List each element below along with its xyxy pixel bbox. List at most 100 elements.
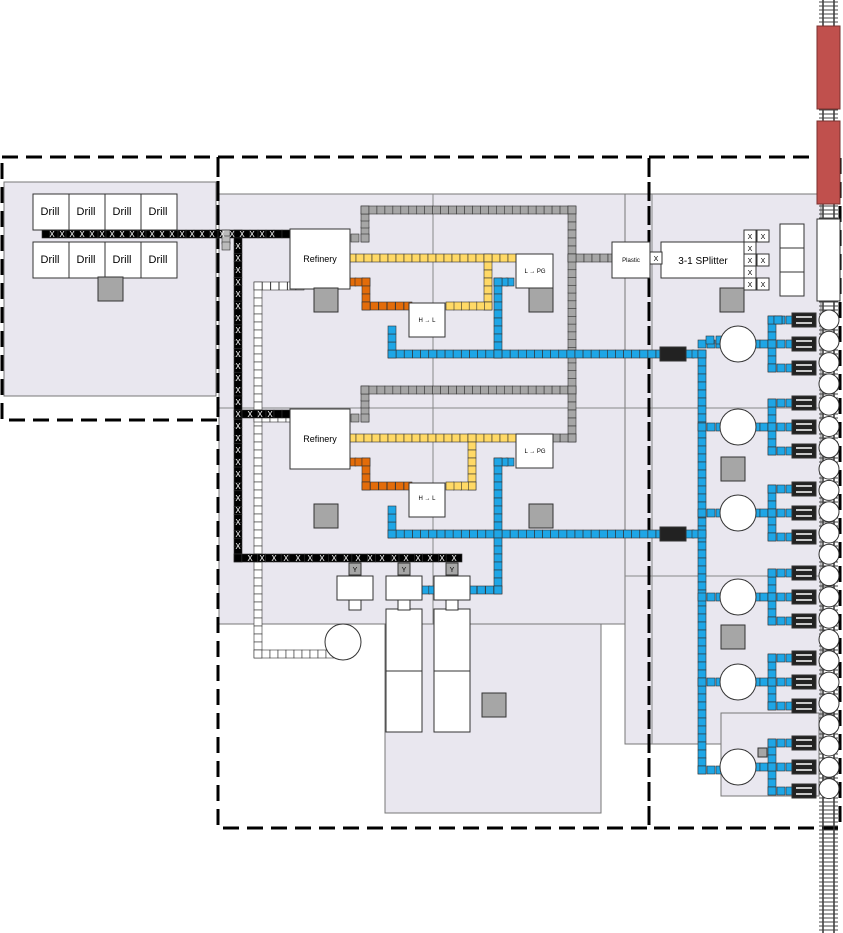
blue-pipe-upper-loop bbox=[461, 349, 470, 359]
white-belt-left bbox=[253, 497, 263, 507]
blue-pipe-pump-stub-3 bbox=[767, 592, 777, 602]
zones-layer bbox=[0, 155, 842, 830]
x-mark-vertical: X bbox=[235, 506, 241, 515]
yellow-pipe-lower bbox=[371, 433, 381, 443]
gray-pipe-lower bbox=[432, 385, 441, 395]
blue-pipe-pump-riser-1 bbox=[767, 414, 777, 424]
x-mark-bottom: X bbox=[403, 554, 409, 563]
blue-pipe-upper-main bbox=[639, 349, 649, 359]
blue-pipe-trunk bbox=[697, 373, 707, 383]
x-mark-bottom: X bbox=[259, 554, 265, 563]
blue-pipe-upper-main bbox=[558, 349, 568, 359]
white-belt-top bbox=[278, 281, 288, 291]
x-mark-bottom: X bbox=[247, 554, 253, 563]
blue-pipe-trunk bbox=[697, 621, 707, 631]
white-belt-left bbox=[253, 361, 263, 371]
blue-pipe-trunk bbox=[697, 653, 707, 663]
white-belt-left bbox=[253, 369, 263, 379]
blue-pipe-lower-loop bbox=[493, 473, 503, 483]
blue-pipe-to-tanks bbox=[476, 585, 486, 595]
blue-pipe-pump-riser-3 bbox=[767, 584, 777, 594]
blue-pipe-upper-loop bbox=[493, 341, 503, 351]
refinery-box-1 bbox=[289, 228, 351, 290]
gray-pipe-upper bbox=[496, 205, 505, 215]
train-car-1 bbox=[816, 25, 841, 110]
gray-pipe-upper bbox=[567, 245, 577, 255]
gray-pipe-upper bbox=[567, 237, 577, 247]
blue-pipe-pump-stub-1 bbox=[767, 446, 777, 456]
refinery-zone-fill bbox=[218, 193, 626, 625]
blue-pipe-pump-stub-1 bbox=[767, 422, 777, 432]
blue-pipe-top-stub bbox=[773, 315, 783, 325]
yellow-pipe-upper bbox=[499, 253, 509, 263]
white-belt-left bbox=[269, 649, 279, 659]
white-belt-left bbox=[253, 537, 263, 547]
gray-pipe-lower bbox=[416, 385, 426, 395]
blue-pipe-branch-1 bbox=[706, 422, 716, 432]
x-mark-vertical: X bbox=[235, 302, 241, 311]
blue-pipe-pump-stub-0 bbox=[776, 363, 786, 373]
gray-pipe-upper bbox=[416, 205, 426, 215]
blue-pipe-to-tanks bbox=[485, 585, 494, 595]
l-to-pg-box-1 bbox=[515, 253, 554, 289]
yellow-pipe-upper bbox=[371, 253, 381, 263]
white-belt-left bbox=[253, 609, 263, 619]
yellow-pipe-upper bbox=[403, 253, 413, 263]
x-mark-bottom: X bbox=[331, 554, 337, 563]
blue-pipe-lower-main bbox=[501, 529, 511, 539]
pump-neck-2 bbox=[445, 599, 459, 611]
blue-pipe-pump-stub-1 bbox=[776, 422, 786, 432]
gray-pipe-lower-return bbox=[559, 433, 569, 443]
yellow-pipe-upper bbox=[355, 253, 365, 263]
blue-pipe-lower-main bbox=[607, 529, 616, 539]
blue-pipe-trunk bbox=[697, 685, 707, 695]
gray-pipe-lower bbox=[567, 331, 577, 340]
blue-pipe-pump-stub-2 bbox=[767, 484, 777, 494]
blue-pipe-lower-loop bbox=[387, 521, 397, 531]
black-belt-vertical bbox=[453, 553, 463, 563]
blue-pipe-pump-stub-0 bbox=[776, 339, 786, 349]
x-mark-bottom: X bbox=[439, 554, 445, 563]
blue-pipe-pump-riser-0 bbox=[767, 331, 777, 341]
yellow-pipe-upper-branch bbox=[483, 293, 493, 303]
x-mark-vertical: X bbox=[235, 410, 241, 419]
yellow-pipe-lower bbox=[363, 433, 373, 443]
blue-pipe-upper-loop bbox=[387, 341, 397, 351]
blue-pipe-to-tanks bbox=[493, 561, 503, 571]
splitter-out-3 bbox=[779, 271, 805, 297]
x-mark-bottom: X bbox=[379, 554, 385, 563]
blue-pipe-upper-main bbox=[582, 349, 592, 359]
drill-label-5: Drill bbox=[41, 254, 60, 266]
yellow-pipe-lower-branch bbox=[467, 433, 477, 443]
blue-pipe-pump-stub-3 bbox=[767, 568, 777, 578]
yellow-pipe-upper bbox=[395, 253, 405, 263]
blue-pipe-upper-main bbox=[542, 349, 551, 359]
x-mark-vertical: X bbox=[235, 326, 241, 335]
white-belt-left bbox=[285, 649, 295, 659]
blue-pipe-pump-riser-5 bbox=[767, 770, 777, 780]
drill-label-8: Drill bbox=[149, 254, 168, 266]
gray-pipe-lower bbox=[496, 385, 505, 395]
drill-label-7: Drill bbox=[113, 254, 132, 266]
splitter-x-4 bbox=[756, 253, 770, 267]
blue-pipe-upper-loop bbox=[493, 325, 503, 335]
blue-pipe-trunk bbox=[697, 397, 707, 407]
gray-pipe-upper bbox=[504, 205, 513, 215]
blue-pipe-pump-riser-2 bbox=[767, 500, 777, 510]
x-mark-ref2: X bbox=[257, 410, 263, 419]
blue-pipe-upper-main bbox=[550, 349, 560, 359]
blue-pipe-upper-loop bbox=[452, 349, 462, 359]
blue-pipe-upper-main bbox=[534, 349, 543, 359]
blue-pipe-pump-stub-5 bbox=[767, 786, 777, 796]
blue-pipe-lower-main bbox=[550, 529, 560, 539]
blue-pipe-upper-loop bbox=[387, 349, 397, 359]
drill-label-2: Drill bbox=[77, 206, 96, 218]
blue-pipe-pump-riser-0 bbox=[767, 347, 777, 357]
yellow-pipe-lower-branch bbox=[467, 449, 477, 459]
pump-5 bbox=[791, 759, 817, 775]
gray-pipe-lower bbox=[456, 385, 465, 395]
blue-pipe-trunk bbox=[697, 349, 707, 359]
x-mark-ref2: X bbox=[247, 410, 253, 419]
plastic-box bbox=[611, 241, 651, 279]
